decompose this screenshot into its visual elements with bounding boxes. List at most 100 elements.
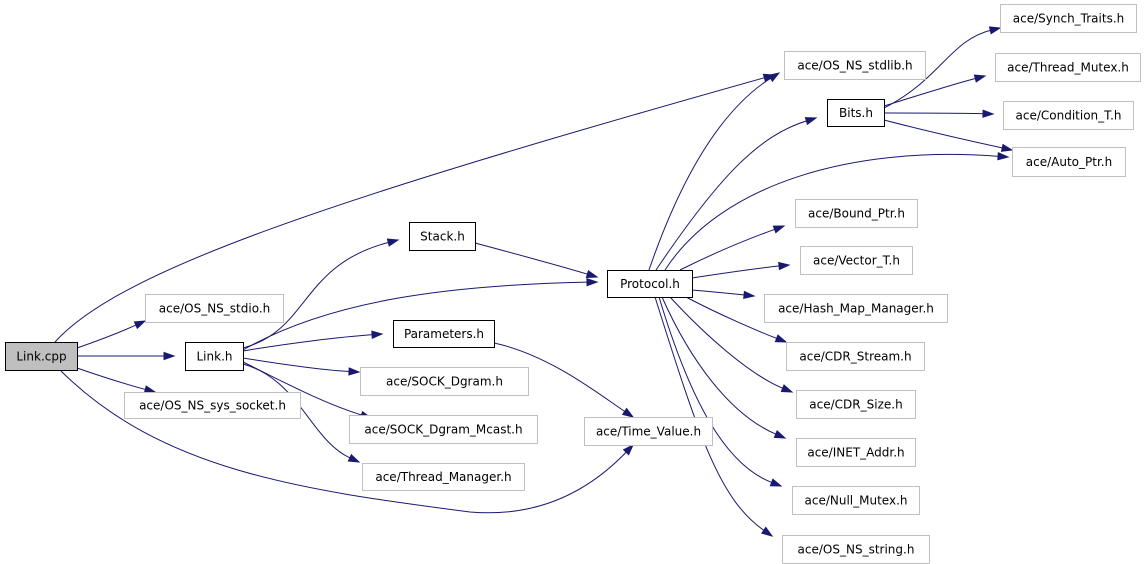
- node-box: [792, 486, 920, 515]
- arrowhead-icon: [804, 117, 818, 126]
- arrowhead-icon: [348, 367, 361, 376]
- edge-protocol-h-to-inet-addr: [661, 296, 787, 439]
- arrowhead-icon: [997, 152, 1010, 161]
- node-label: ace/Thread_Mutex.h: [1007, 61, 1129, 75]
- edge-line: [691, 289, 746, 296]
- edge-line: [474, 242, 589, 275]
- edge-line: [883, 29, 992, 109]
- arrowhead-icon: [778, 261, 791, 271]
- node-link-cpp: Link.cpp: [5, 342, 78, 371]
- edge-protocol-h-to-bits-h: [655, 117, 818, 271]
- edge-line: [685, 296, 778, 340]
- arrowhead-icon: [973, 74, 987, 83]
- node-label: Bits.h: [839, 106, 873, 120]
- node-label: ace/OS_NS_stdio.h: [159, 302, 271, 316]
- node-label: ace/CDR_Stream.h: [799, 350, 911, 364]
- edge-line: [648, 77, 772, 271]
- node-box: [393, 320, 495, 348]
- node-label: Link.h: [197, 350, 233, 364]
- node-box: [607, 270, 693, 298]
- edge-parameters-h-to-time-value: [493, 342, 635, 418]
- node-label: Protocol.h: [620, 277, 680, 291]
- node-box: [786, 342, 925, 371]
- arrowhead-icon: [163, 351, 176, 361]
- edge-line: [654, 296, 765, 532]
- edge-link-h-to-thread-manager: [242, 363, 361, 463]
- edge-line: [691, 265, 781, 279]
- node-cdr-stream: ace/CDR_Stream.h: [786, 342, 925, 371]
- node-label: ace/OS_NS_string.h: [798, 543, 915, 557]
- node-synch-traits: ace/Synch_Traits.h: [1000, 4, 1137, 33]
- node-box: [795, 199, 918, 228]
- arrowhead-icon: [760, 526, 774, 537]
- edge-protocol-h-to-os-ns-stdlib: [648, 72, 781, 271]
- edges-layer: [54, 26, 1014, 537]
- node-thread-manager: ace/Thread_Manager.h: [362, 463, 525, 491]
- node-box: [796, 438, 916, 467]
- arrowhead-icon: [143, 385, 157, 394]
- node-label: ace/SOCK_Dgram_Mcast.h: [364, 423, 522, 437]
- node-label: ace/INET_Addr.h: [807, 446, 904, 460]
- arrowhead-icon: [769, 478, 783, 487]
- node-label: Parameters.h: [404, 327, 484, 341]
- node-label: ace/Null_Mutex.h: [805, 494, 908, 508]
- node-label: ace/Bound_Ptr.h: [808, 207, 905, 221]
- edge-line: [669, 296, 784, 390]
- edge-protocol-h-to-auto-ptr: [664, 152, 1010, 271]
- edge-protocol-h-to-vector-t: [691, 261, 791, 279]
- node-bits-h[interactable]: Bits.h: [827, 99, 885, 127]
- edge-line: [242, 357, 351, 373]
- node-cdr-size: ace/CDR_Size.h: [796, 390, 916, 419]
- arrowhead-icon: [774, 334, 788, 343]
- edge-protocol-h-to-bound-ptr: [679, 225, 786, 271]
- node-box: [782, 535, 930, 564]
- edge-line: [242, 363, 351, 459]
- node-sock-dgram-mcast: ace/SOCK_Dgram_Mcast.h: [349, 415, 538, 444]
- arrowhead-icon: [773, 430, 787, 439]
- node-label: ace/Thread_Manager.h: [375, 470, 511, 484]
- node-box: [5, 342, 78, 371]
- node-box: [1012, 147, 1126, 177]
- edge-bits-h-to-thread-mutex: [883, 74, 987, 107]
- node-label: ace/OS_NS_sys_socket.h: [139, 399, 286, 413]
- node-thread-mutex: ace/Thread_Mutex.h: [995, 53, 1141, 82]
- node-label: ace/Vector_T.h: [813, 254, 900, 268]
- node-hash-map-manager: ace/Hash_Map_Manager.h: [764, 294, 948, 323]
- edge-line: [883, 77, 977, 107]
- edge-line: [76, 367, 147, 391]
- node-inet-addr: ace/INET_Addr.h: [796, 438, 916, 467]
- node-time-value: ace/Time_Value.h: [584, 417, 713, 446]
- node-stack-h[interactable]: Stack.h: [409, 222, 476, 251]
- edge-link-h-to-protocol-h: [242, 278, 599, 351]
- edge-line: [59, 369, 628, 514]
- node-box: [349, 415, 538, 444]
- node-os-ns-stdio: ace/OS_NS_stdio.h: [145, 294, 284, 323]
- edge-link-h-to-stack-h: [242, 238, 400, 349]
- edge-bits-h-to-synch-traits: [883, 26, 1002, 109]
- edge-bits-h-to-auto-ptr: [883, 119, 1014, 152]
- node-os-ns-string: ace/OS_NS_string.h: [782, 535, 930, 564]
- node-label: ace/Condition_T.h: [1016, 109, 1122, 123]
- arrowhead-icon: [772, 225, 786, 234]
- arrowhead-icon: [743, 290, 756, 300]
- arrowhead-icon: [586, 278, 599, 287]
- node-parameters-h[interactable]: Parameters.h: [393, 320, 495, 348]
- edge-protocol-h-to-cdr-size: [669, 296, 794, 393]
- arrowhead-icon: [982, 109, 995, 118]
- edge-line: [242, 281, 589, 351]
- edge-line: [54, 76, 766, 343]
- node-protocol-h[interactable]: Protocol.h: [607, 270, 693, 298]
- node-box: [827, 99, 885, 127]
- edge-line: [658, 296, 773, 484]
- edge-line: [883, 119, 1004, 149]
- node-box: [124, 392, 301, 419]
- node-link-h[interactable]: Link.h: [185, 342, 244, 371]
- arrowhead-icon: [347, 453, 361, 463]
- node-box: [796, 390, 916, 419]
- arrowhead-icon: [585, 269, 599, 279]
- node-condition-t: ace/Condition_T.h: [1003, 101, 1134, 130]
- edge-bits-h-to-condition-t: [883, 109, 995, 118]
- node-box: [360, 367, 529, 396]
- arrowhead-icon: [988, 26, 1002, 35]
- edge-line: [664, 153, 1000, 271]
